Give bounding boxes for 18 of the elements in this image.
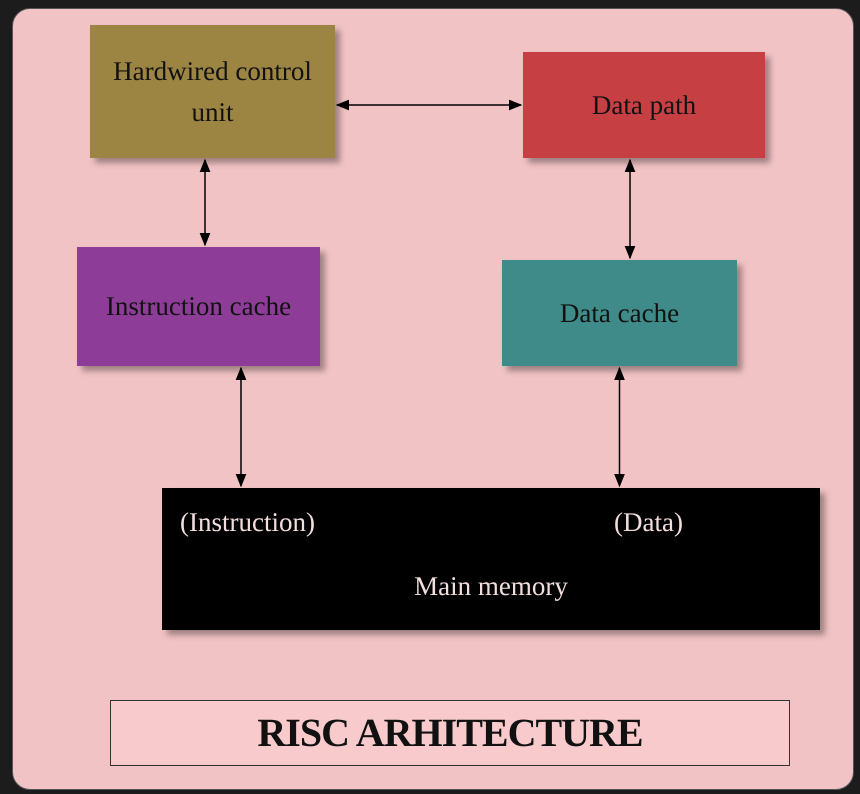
component-box bbox=[77, 247, 320, 366]
box-label: Data path bbox=[592, 88, 696, 122]
memory-block bbox=[162, 488, 820, 630]
title: RISC ARHITECTURE bbox=[257, 709, 643, 757]
component-box bbox=[502, 260, 737, 366]
box-label: Data cache bbox=[560, 296, 680, 330]
box-label: Instruction cache bbox=[106, 290, 292, 324]
double-arrow bbox=[624, 158, 636, 260]
box-label: Hardwired control unit bbox=[112, 55, 313, 128]
block-label: (Instruction) bbox=[180, 506, 315, 539]
block-label: (Data) bbox=[614, 506, 683, 539]
double-arrow bbox=[200, 158, 210, 246]
component-box bbox=[90, 25, 335, 158]
double-arrow bbox=[236, 366, 246, 488]
block-label: Main memory bbox=[413, 570, 569, 603]
double-arrow bbox=[614, 366, 625, 488]
double-arrow bbox=[336, 100, 522, 110]
component-box bbox=[523, 52, 765, 158]
